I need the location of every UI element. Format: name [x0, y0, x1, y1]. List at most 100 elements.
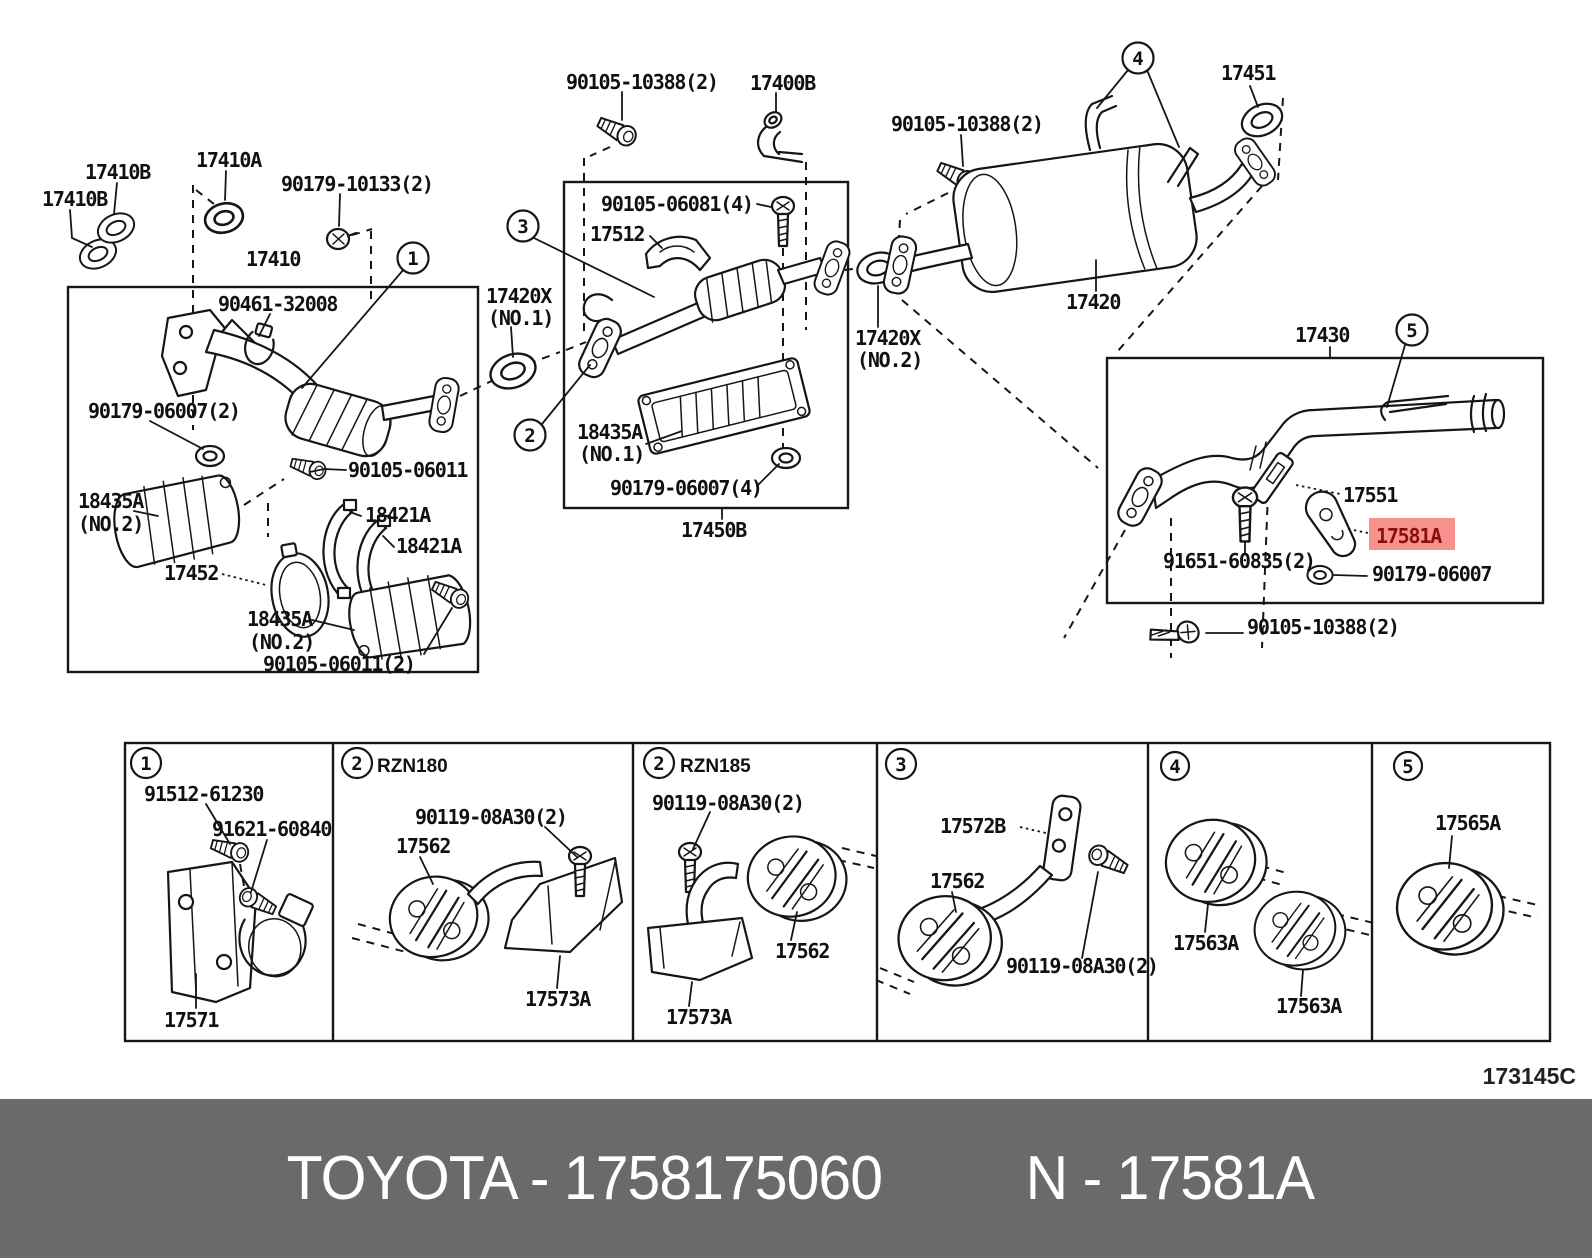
- callout-4-number: 4: [1132, 48, 1143, 70]
- bolt-90105-06011: [288, 453, 329, 482]
- pipe-sleeve: [1249, 441, 1267, 471]
- callout-cell1-number: 1: [140, 753, 151, 775]
- callout-cell3-number: 2: [653, 753, 664, 775]
- center-catalytic-converter: [693, 258, 787, 323]
- part-label-90105-06011-2: 90105-06011(2): [263, 652, 415, 676]
- part-label-17563a-2: 17563A: [1276, 994, 1342, 1018]
- muffler-assembly: [880, 94, 1289, 297]
- band-clamp: [1469, 392, 1488, 434]
- part-label-90105-06081: 90105-06081(4): [601, 192, 753, 216]
- hanger-rod-rear: [1166, 146, 1200, 188]
- muffler-outlet-pipe: [1188, 162, 1256, 214]
- footer-part-number: TOYOTA - 1758175060: [286, 1144, 883, 1213]
- outlet-stub: [380, 394, 438, 422]
- part-label-17571: 17571: [164, 1008, 219, 1032]
- part-label-18421a-2: 18421A: [396, 534, 462, 558]
- exhaust-parts-diagram: 1 3 2 4 5 1 2 2 3 4 5 17410B 17410B 1741…: [42, 41, 1576, 1089]
- heat-shield-18435a-upper: [113, 474, 241, 569]
- part-label-18435a-no1-sub: (NO.1): [579, 442, 644, 466]
- part-label-17562-b: 17562: [775, 939, 829, 963]
- center-pipe-box: [562, 180, 850, 510]
- part-label-17573a-a: 17573A: [525, 987, 591, 1011]
- part-label-90119-08a30-2a: 90119-08A30(2): [415, 805, 567, 829]
- nut-90179-06007: [194, 444, 226, 468]
- clamp-90461-32008: [244, 322, 275, 366]
- hanger-detail-strip: [123, 741, 1552, 1043]
- part-label-90105-10388-c: 90105-10388(2): [1247, 615, 1399, 639]
- cell-2-hanger-rzn180: [379, 845, 624, 974]
- bolt-90105-06081: [770, 195, 796, 248]
- part-label-90119-08a30-2b: 90119-08A30(2): [652, 791, 804, 815]
- part-label-17400b: 17400B: [750, 71, 816, 95]
- part-label-18435a-left-no: (NO.2): [78, 512, 143, 536]
- callout-2: 2: [513, 418, 547, 452]
- variant-label-rzn180: RZN180: [377, 756, 448, 777]
- outlet-flange: [426, 375, 462, 435]
- callout-cell-5: 4: [1159, 750, 1191, 782]
- part-label-17420x-no2-sub: (NO.2): [857, 348, 922, 372]
- muffler-body: [952, 142, 1198, 294]
- part-label-90119-08a30-2c: 90119-08A30(2): [1006, 954, 1158, 978]
- part-label-17420: 17420: [1066, 290, 1120, 314]
- callout-4: 4: [1121, 41, 1155, 75]
- part-label-18435a-left: 18435A: [78, 489, 144, 513]
- center-pipe-front: [610, 300, 708, 356]
- cell-6-hanger-17565a: [1390, 854, 1511, 964]
- footer-banner: TOYOTA - 1758175060 N - 17581A: [0, 1099, 1592, 1258]
- front-pipe-box: [66, 285, 480, 674]
- part-label-90105-06011: 90105-06011: [348, 458, 468, 482]
- part-label-18435a-lower: 18435A: [247, 607, 313, 631]
- variant-label-rzn185: RZN185: [680, 756, 751, 777]
- callout-3: 3: [506, 209, 540, 243]
- part-label-17512: 17512: [590, 222, 644, 246]
- bolt-90105-10388: [593, 112, 640, 150]
- leader-lines: [69, 69, 1453, 1009]
- part-label-91512-61230: 91512-61230: [144, 782, 263, 806]
- pipe-hook: [582, 293, 614, 344]
- muffler-inlet-flange: [880, 233, 920, 297]
- bracket-17512: [644, 235, 712, 272]
- heat-shield-18435a-no1: [637, 357, 811, 455]
- part-label-17420x-no2: 17420X: [855, 326, 921, 350]
- part-label-17450b: 17450B: [681, 518, 747, 542]
- part-label-17452: 17452: [164, 561, 218, 585]
- footer-reference-code: N - 17581A: [1025, 1144, 1314, 1213]
- part-label-17573a-b: 17573A: [666, 1005, 732, 1029]
- part-label-17410a: 17410A: [196, 148, 262, 172]
- part-label-17562-c: 17562: [930, 869, 984, 893]
- part-label-17562-a: 17562: [396, 834, 450, 858]
- part-label-17563a-1: 17563A: [1173, 931, 1239, 955]
- callout-5: 5: [1395, 313, 1429, 347]
- screw-91651-60835: [1231, 486, 1259, 543]
- tailpipe-assembly: [1113, 392, 1506, 644]
- part-label-18435a-lower-no: (NO.2): [249, 630, 314, 654]
- part-label-90179-10133: 90179-10133(2): [281, 172, 433, 196]
- cell-4-hanger-17572b: [893, 794, 1132, 992]
- callout-cell4-number: 3: [895, 754, 906, 776]
- detail-boxes: [66, 180, 1552, 1043]
- part-label-17572b: 17572B: [940, 814, 1006, 838]
- callout-cell-1: 1: [129, 746, 163, 780]
- part-label-17551: 17551: [1343, 483, 1398, 507]
- clip-90179-10133: [325, 227, 358, 251]
- catalytic-converter: [284, 382, 392, 458]
- part-label-17430: 17430: [1295, 323, 1349, 347]
- part-label-90179-06007-r: 90179-06007: [1372, 562, 1491, 586]
- hanger-detail-cells: [166, 794, 1511, 1004]
- nut-17410a: [203, 201, 245, 235]
- diagram-code: 173145C: [1483, 1063, 1576, 1089]
- part-label-17410: 17410: [246, 247, 300, 271]
- nut-90179-06007-4: [770, 446, 802, 470]
- flange-hole: [178, 324, 194, 340]
- part-label-17420x-no1: 17420X: [486, 284, 552, 308]
- callout-cell6-number: 5: [1402, 756, 1413, 778]
- callout-5-number: 5: [1406, 320, 1417, 342]
- callout-3-number: 3: [517, 216, 528, 238]
- part-label-17565a: 17565A: [1435, 811, 1501, 835]
- part-label-18435a-no1: 18435A: [577, 420, 643, 444]
- tailpipe-box: [1105, 356, 1545, 605]
- callout-2-number: 2: [524, 425, 535, 447]
- highlighted-part-17581a: 17581A: [1369, 518, 1455, 550]
- callout-cell-3: 2: [642, 746, 676, 780]
- part-label-90179-06007-4: 90179-06007(4): [610, 476, 762, 500]
